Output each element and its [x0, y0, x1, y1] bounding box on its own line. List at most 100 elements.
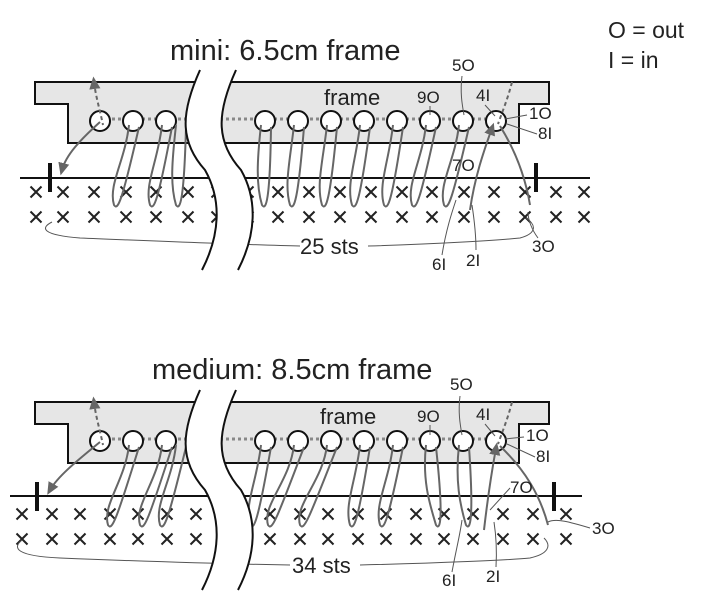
mini-thread-loop-8: [381, 124, 404, 208]
mini-stitch-mark-2-11: [333, 210, 347, 224]
medium-stitch-mark-1-6: [160, 507, 174, 521]
medium-leader-7O: [489, 487, 511, 511]
mini-label-9O: 9O: [417, 88, 440, 107]
mini-leader-8I: [506, 123, 538, 135]
mini-stitch-mark-1-16: [487, 185, 501, 199]
mini-stitch-mark-2-1: [29, 210, 43, 224]
medium-stitch-row: [15, 507, 573, 546]
mini-label-1O: 1O: [529, 104, 552, 123]
mini-stitch-mark-1-1: [29, 185, 43, 199]
mini-count-bracket: [45, 221, 301, 247]
legend-in: I = in: [608, 47, 659, 73]
mini-thread-7O-2I: [469, 122, 495, 211]
medium-stitch-mark-2-1: [15, 532, 29, 546]
mini-start-thread: [58, 121, 101, 176]
medium-stitch-mark-2-17: [526, 532, 540, 546]
mini-leader-1O: [504, 114, 528, 120]
mini-hole-3: [155, 110, 177, 132]
mini-right-dashed-thread: [497, 81, 513, 125]
medium-stitch-mark-1-7: [189, 507, 203, 521]
medium-hole-5: [287, 430, 309, 452]
mini-leader-5O: [460, 75, 465, 116]
medium-stitch-mark-1-5: [131, 507, 145, 521]
medium-label-2I: 2I: [486, 567, 500, 586]
mini-label-3O: 3O: [532, 237, 555, 256]
mini-label-5O: 5O: [452, 56, 475, 75]
mini-frame-label: frame: [324, 85, 380, 110]
medium-title: medium: 8.5cm frame: [152, 354, 432, 386]
medium-label-1O: 1O: [526, 426, 549, 445]
medium-leader-8I: [506, 443, 536, 458]
medium-leader-4I: [484, 423, 496, 437]
medium-break-fill: [185, 390, 253, 590]
medium-thread-path: [106, 444, 473, 528]
medium-stitch-mark-2-5: [131, 532, 145, 546]
mini-thread-loop-6: [318, 124, 338, 208]
medium-label-4I: 4I: [476, 405, 490, 424]
mini-stitch-mark-2-6: [181, 210, 195, 224]
medium-thread-loop-5: [266, 444, 305, 528]
mini-stitch-mark-2-13: [395, 210, 409, 224]
medium-thread-loop-1: [106, 444, 140, 528]
mini-stitch-mark-2-12: [364, 210, 378, 224]
medium-stitch-mark-2-4: [103, 532, 117, 546]
mini-thread-loop-4: [256, 124, 272, 208]
mini-stitch-mark-2-10: [302, 210, 316, 224]
mini-stitch-mark-1-15: [457, 185, 471, 199]
mini-hole-11: [485, 110, 507, 132]
medium-stitch-count: 34 sts: [292, 553, 351, 578]
medium-thread-loop-9: [423, 444, 442, 528]
medium-stitch-mark-1-8: [263, 507, 277, 521]
medium-stitch-mark-2-15: [466, 532, 480, 546]
mini-thread-loop-9: [409, 124, 437, 208]
medium-hole-6: [320, 430, 342, 452]
medium-stitch-mark-2-7: [189, 532, 203, 546]
medium-stitch-mark-1-13: [409, 507, 423, 521]
medium-stitch-mark-2-10: [321, 532, 335, 546]
mini-stitch-mark-1-11: [333, 185, 347, 199]
medium-label-5O: 5O: [450, 375, 473, 394]
mini-stitch-mark-2-14: [425, 210, 439, 224]
mini-final-thread: [499, 125, 531, 206]
medium-thread-loop-10: [456, 444, 473, 528]
medium-label-3O: 3O: [592, 519, 615, 538]
medium-break-left: [184, 389, 218, 591]
mini-hole-5: [287, 110, 309, 132]
mini-stitch-mark-2-3: [87, 210, 101, 224]
medium-stitch-mark-2-3: [73, 532, 87, 546]
medium-stitch-mark-2-14: [437, 532, 451, 546]
mini-left-dashed-thread: [89, 76, 104, 126]
mini-stitch-mark-2-5: [149, 210, 163, 224]
mini-label-8I: 8I: [538, 124, 552, 143]
medium-break-right: [220, 389, 254, 591]
medium-leader-1O: [504, 436, 525, 440]
medium-stitch-mark-2-6: [160, 532, 174, 546]
medium-stitch-mark-2-12: [379, 532, 393, 546]
medium-leader-5O: [458, 395, 463, 436]
medium-stitch-mark-1-2: [45, 507, 59, 521]
mini-title: mini: 6.5cm frame: [170, 35, 400, 67]
medium-leader-6I: [451, 519, 463, 573]
mini-stitch-mark-1-19: [577, 185, 591, 199]
medium-stitch-mark-1-1: [15, 507, 29, 521]
mini-thread-loop-3: [171, 124, 187, 208]
legend-out: O = out: [608, 17, 685, 43]
medium-stitch-mark-1-16: [496, 507, 510, 521]
mini-break-left: [184, 69, 218, 271]
mini-break-right: [220, 69, 254, 271]
mini-stitch-mark-1-18: [549, 185, 563, 199]
mini-label-4I: 4I: [476, 86, 490, 105]
mini-hole-8: [386, 110, 408, 132]
mini-leader-4I: [484, 104, 496, 117]
medium-stitch-mark-2-18: [559, 532, 573, 546]
mini-stitch-mark-2-9: [271, 210, 285, 224]
medium-stitch-mark-2-13: [409, 532, 423, 546]
mini-frame-diagram: mini: 6.5cm frame frame 25 sts 5O 9O 4I …: [20, 35, 591, 274]
mini-stitch-mark-2-15: [457, 210, 471, 224]
mini-stitch-mark-1-12: [364, 185, 378, 199]
mini-label-7O: 7O: [452, 156, 475, 175]
medium-count-bracket-right: [359, 537, 549, 566]
mini-stitch-mark-1-2: [56, 185, 70, 199]
mini-leader-2I: [471, 204, 477, 251]
